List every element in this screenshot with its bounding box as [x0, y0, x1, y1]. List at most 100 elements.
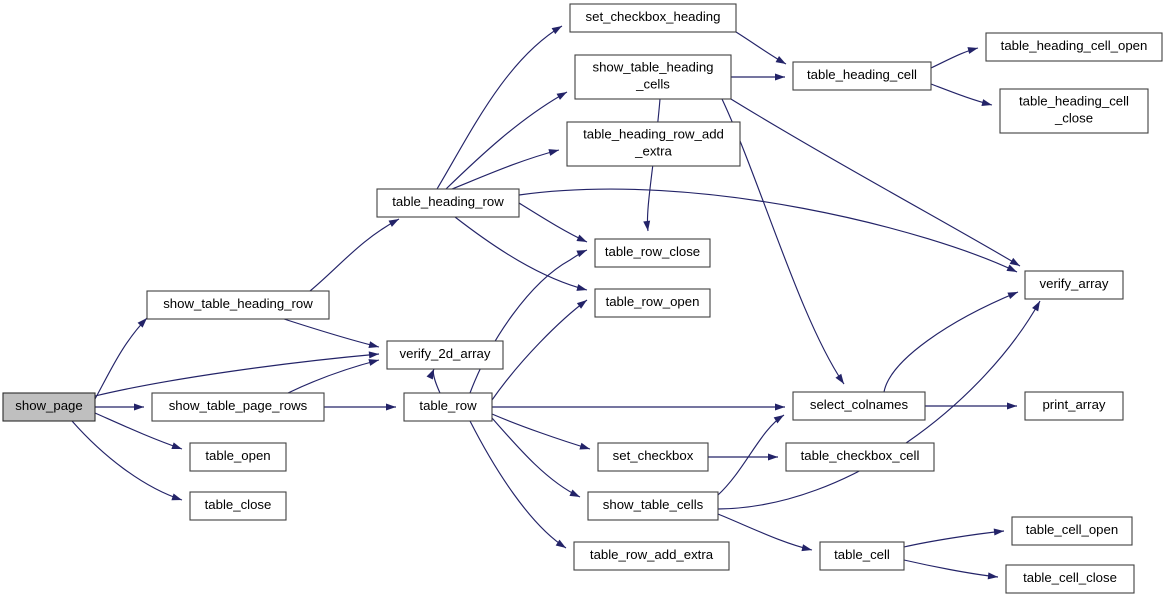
call-edge-select_colnames-to-verify_array	[883, 291, 1019, 393]
call-edge-table_cell-to-table_cell_open	[903, 528, 1005, 548]
edge-arrowhead	[967, 47, 978, 54]
edge-arrowhead	[579, 442, 590, 450]
edge-arrowhead	[775, 56, 786, 64]
call-graph-node-show_table_heading_cells[interactable]: show_table_heading_cells	[574, 54, 732, 100]
node-box[interactable]	[1005, 564, 1135, 594]
call-graph-node-table_heading_row_add_extra[interactable]: table_heading_row_add_extra	[566, 121, 741, 167]
node-box[interactable]	[189, 442, 287, 472]
call-edge-show_page-to-show_table_page_rows	[95, 403, 144, 411]
edge-arrowhead	[137, 318, 147, 328]
call-edge-show_table_heading_cells-to-verify_array	[725, 95, 1021, 267]
call-edge-table_heading_cell-to-table_heading_cell_close	[930, 83, 993, 106]
node-box[interactable]	[594, 288, 711, 318]
node-box[interactable]	[573, 541, 730, 571]
node-box[interactable]	[574, 54, 732, 100]
edge-arrowhead	[171, 493, 182, 501]
call-edge-table_heading_row-to-set_checkbox_heading	[436, 25, 563, 190]
call-edge-select_colnames-to-print_array	[925, 402, 1017, 410]
node-box[interactable]	[792, 61, 932, 91]
call-edge-show_table_heading_row-to-table_heading_row	[309, 218, 400, 292]
call-edge-table_cell-to-table_cell_close	[903, 559, 999, 580]
edge-arrowhead	[775, 73, 785, 81]
call-graph-node-show_table_cells[interactable]: show_table_cells	[587, 491, 719, 521]
edge-arrowhead	[1032, 301, 1040, 312]
call-graph-node-table_row[interactable]: table_row	[403, 392, 493, 422]
call-graph-node-show_table_heading_row[interactable]: show_table_heading_row	[146, 290, 330, 320]
node-box[interactable]	[1024, 270, 1124, 300]
node-box[interactable]	[587, 491, 719, 521]
call-graph-node-table_row_add_extra[interactable]: table_row_add_extra	[573, 541, 730, 571]
call-graph-node-table_close[interactable]: table_close	[189, 491, 287, 521]
edge-arrowhead	[551, 26, 562, 35]
node-box[interactable]	[189, 491, 287, 521]
call-edge-show_table_cells-to-verify_array	[717, 300, 1041, 510]
edge-arrowhead	[134, 403, 144, 411]
call-edge-set_checkbox_heading-to-table_heading_cell	[735, 31, 787, 65]
edge-arrowhead	[388, 219, 399, 227]
call-graph-node-table_checkbox_cell[interactable]: table_checkbox_cell	[785, 442, 935, 472]
call-graph-node-table_heading_cell_close[interactable]: table_heading_cell_close	[999, 88, 1149, 134]
call-edge-show_page-to-show_table_heading_row	[94, 317, 148, 400]
node-box[interactable]	[146, 290, 330, 320]
edge-arrowhead	[1007, 292, 1018, 300]
call-edge-show_table_heading_cells-to-table_row_close	[643, 98, 661, 232]
call-edge-show_table_heading_row-to-verify_2d_array	[283, 318, 380, 349]
node-box[interactable]	[985, 32, 1163, 62]
call-graph-node-table_row_close[interactable]: table_row_close	[594, 238, 711, 268]
node-box[interactable]	[1011, 516, 1133, 546]
edge-arrowhead	[556, 92, 567, 100]
call-graph-node-table_heading_cell_open[interactable]: table_heading_cell_open	[985, 32, 1163, 62]
edge-arrowhead	[368, 341, 379, 349]
call-graph-node-table_cell[interactable]: table_cell	[819, 541, 905, 571]
node-box[interactable]	[151, 392, 325, 422]
call-graph-node-show_table_page_rows[interactable]: show_table_page_rows	[151, 392, 325, 422]
node-box[interactable]	[386, 340, 504, 370]
call-graph-node-table_cell_close[interactable]: table_cell_close	[1005, 564, 1135, 594]
node-box[interactable]	[594, 238, 711, 268]
call-graph-node-verify_array[interactable]: verify_array	[1024, 270, 1124, 300]
call-graph-node-show_page[interactable]: show_page	[2, 392, 96, 422]
call-graph-node-print_array[interactable]: print_array	[1024, 391, 1124, 421]
call-edge-table_row-to-table_row_open	[491, 299, 588, 401]
edge-arrowhead	[368, 351, 379, 359]
node-box[interactable]	[569, 3, 737, 33]
node-box[interactable]	[792, 391, 926, 421]
node-box[interactable]	[566, 121, 741, 167]
edge-arrowhead	[1007, 402, 1017, 410]
node-box[interactable]	[1024, 391, 1124, 421]
call-edge-show_page-to-table_close	[71, 420, 183, 501]
node-box[interactable]	[2, 392, 96, 422]
call-edge-table_heading_cell-to-table_heading_cell_open	[930, 47, 979, 69]
call-edge-table_heading_row-to-show_table_heading_cells	[445, 91, 568, 190]
call-edge-table_row-to-table_row_add_extra	[469, 420, 567, 549]
call-edge-table_row-to-show_table_cells	[491, 417, 581, 498]
node-box[interactable]	[597, 442, 709, 472]
node-box[interactable]	[819, 541, 905, 571]
edge-arrowhead	[171, 442, 182, 450]
call-graph-node-table_open[interactable]: table_open	[189, 442, 287, 472]
node-box[interactable]	[999, 88, 1149, 134]
call-edge-table_heading_row-to-table_row_open	[454, 216, 588, 291]
edge-arrowhead	[548, 149, 559, 156]
edge-arrowhead	[426, 369, 434, 380]
call-graph-node-table_row_open[interactable]: table_row_open	[594, 288, 711, 318]
node-box[interactable]	[785, 442, 935, 472]
call-graph-node-table_heading_row[interactable]: table_heading_row	[376, 188, 520, 218]
call-graph-node-table_cell_open[interactable]: table_cell_open	[1011, 516, 1133, 546]
call-graph-node-table_heading_cell[interactable]: table_heading_cell	[792, 61, 932, 91]
call-edge-table_heading_row-to-table_row_close	[518, 202, 588, 243]
edge-arrowhead	[835, 373, 844, 384]
edge-arrowhead	[1009, 257, 1020, 266]
call-edge-show_table_heading_cells-to-table_heading_cell	[731, 73, 785, 81]
call-edge-table_row-to-verify_2d_array	[426, 368, 441, 394]
node-box[interactable]	[376, 188, 520, 218]
call-graph-node-set_checkbox[interactable]: set_checkbox	[597, 442, 709, 472]
call-graph-node-set_checkbox_heading[interactable]: set_checkbox_heading	[569, 3, 737, 33]
call-graph-node-select_colnames[interactable]: select_colnames	[792, 391, 926, 421]
node-layer: show_page show_table_heading_row show_tabl…	[2, 3, 1163, 594]
call-graph-node-verify_2d_array[interactable]: verify_2d_array	[386, 340, 504, 370]
edge-arrowhead	[981, 99, 992, 106]
node-box[interactable]	[403, 392, 493, 422]
